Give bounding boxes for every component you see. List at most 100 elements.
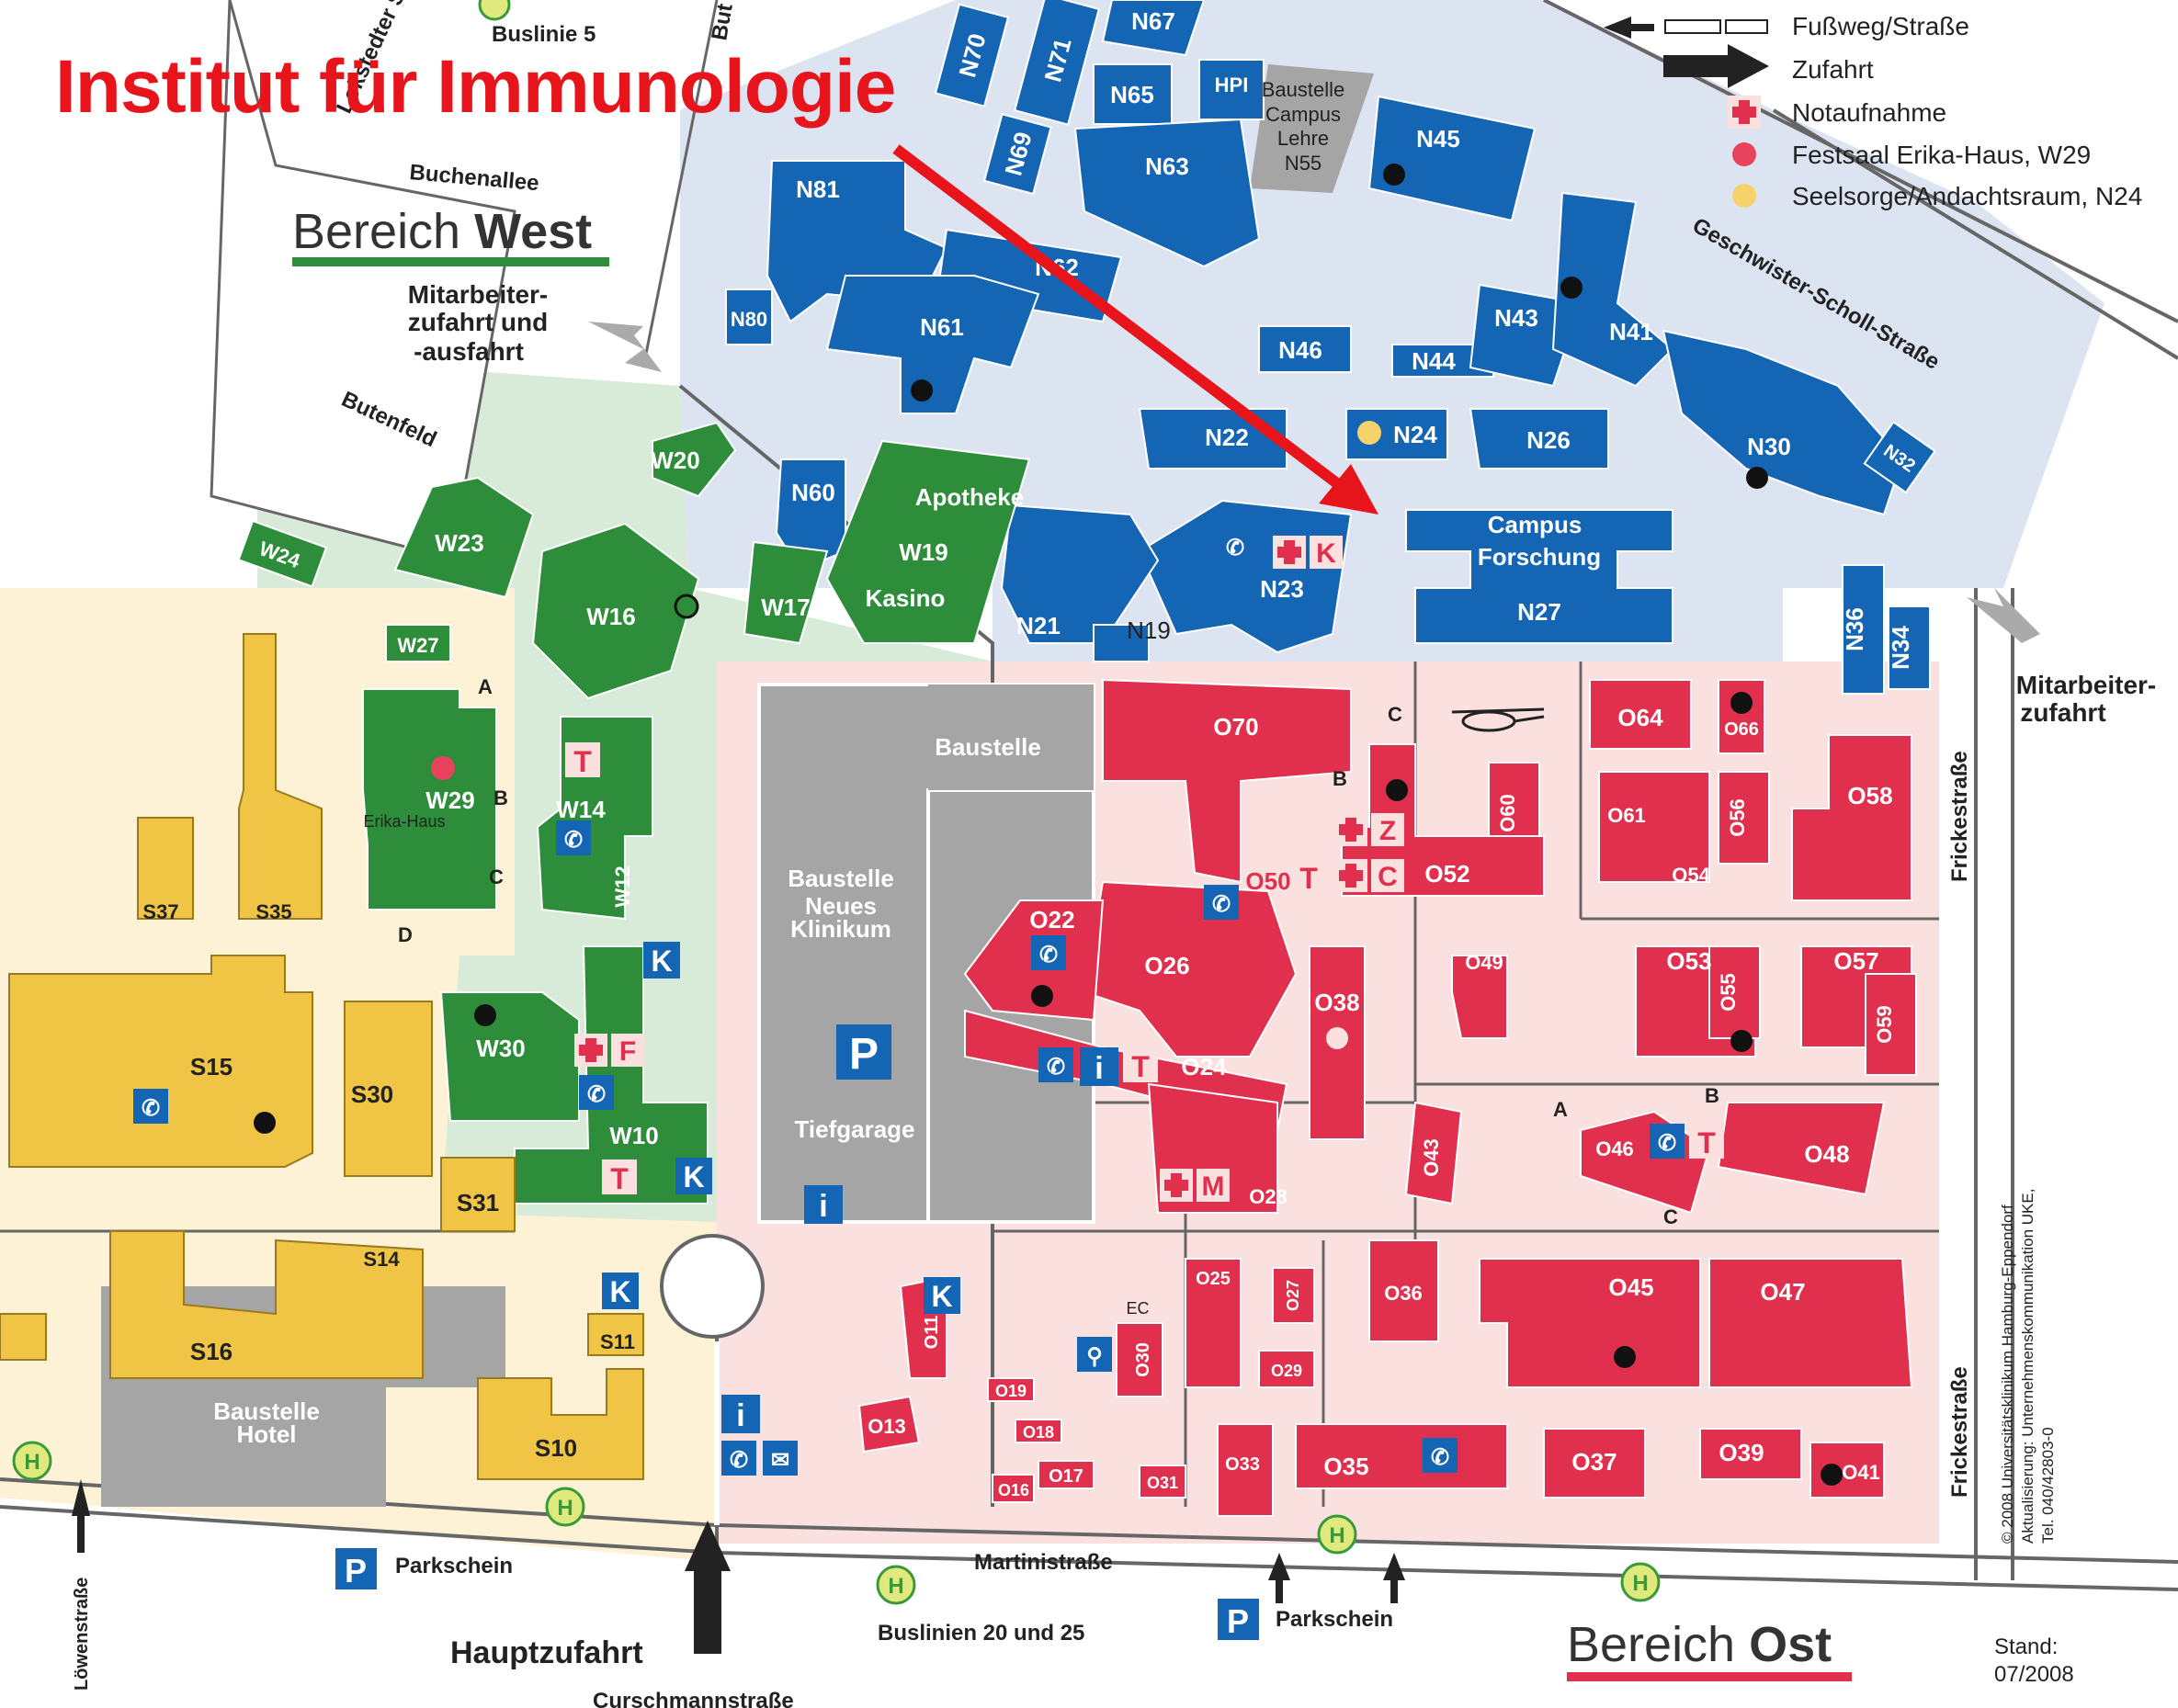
mitarbeiter-ost-line1: Mitarbeiter-	[2016, 671, 2156, 699]
phone-icon: ✆	[1218, 528, 1253, 563]
footer: © 2008 Universitätsklinikum Hamburg-Eppe…	[1994, 1189, 2074, 1687]
label-O45: O45	[1608, 1273, 1653, 1301]
label-O31: O31	[1147, 1474, 1178, 1492]
bereich-ost-underline	[1567, 1672, 1852, 1681]
apotheke-line2: W19	[899, 538, 947, 566]
svg-text:EC: EC	[1126, 1299, 1149, 1318]
building-O30	[1116, 1322, 1163, 1397]
svg-text:T: T	[1131, 1050, 1150, 1083]
area-titles: Bereich West Bereich Ost	[292, 204, 1852, 1681]
label-O22: O22	[1029, 906, 1074, 933]
label-O17: O17	[1049, 1466, 1083, 1487]
emergency-cross-icon	[1728, 96, 1761, 129]
label-O49: O49	[1465, 951, 1503, 974]
info-icon: i	[1080, 1047, 1118, 1086]
svg-text:✆: ✆	[1212, 892, 1231, 917]
label-S14: S14	[363, 1248, 400, 1271]
label-N43: N43	[1494, 304, 1538, 332]
kiosk-icon: K	[675, 1158, 712, 1194]
building-O64	[1589, 679, 1692, 750]
parking-icon: P	[1218, 1599, 1259, 1640]
copyright-line1: © 2008 Universitätsklinikum Hamburg-Eppe…	[1999, 1205, 2016, 1544]
building-N36	[1842, 564, 1885, 695]
svg-text:✆: ✆	[1047, 1055, 1065, 1080]
svg-text:i: i	[819, 1189, 827, 1224]
emergency-cross-icon	[1160, 1169, 1193, 1202]
label-N23: N23	[1260, 575, 1304, 603]
building-N70	[934, 3, 1010, 107]
label-W30: W30	[476, 1035, 525, 1062]
ec-atm-icon: EC	[1126, 1299, 1149, 1318]
building-S11	[587, 1313, 644, 1356]
building-N34	[1888, 605, 1931, 690]
street-buslinien: Buslinien 20 und 25	[878, 1621, 1084, 1646]
building-O58	[1791, 734, 1912, 901]
bereich-west-title: Bereich West	[292, 204, 592, 259]
building-O61	[1598, 771, 1710, 883]
highlight-arrow	[892, 144, 1378, 515]
baustelle-lehre-line2: Campus	[1265, 103, 1341, 126]
baustelle-lehre-line1: Baustelle	[1262, 78, 1345, 101]
label-O28: O28	[1249, 1185, 1288, 1208]
svg-text:T: T	[573, 745, 592, 778]
building-O43	[1404, 1101, 1463, 1205]
label-S10: S10	[535, 1434, 577, 1462]
entrance-A: A	[478, 675, 493, 698]
svg-text:✆: ✆	[1658, 1131, 1676, 1156]
building-S15	[8, 955, 313, 1168]
stand-label: Stand:	[1994, 1634, 2058, 1659]
building-W16	[531, 522, 700, 700]
bus-stop-icon: H	[12, 1441, 52, 1481]
label-O33: O33	[1225, 1454, 1260, 1475]
erika-haus-label: Erika-Haus	[363, 812, 445, 831]
building-S30	[344, 1001, 433, 1177]
campus-forschung-line2: Forschung	[1478, 543, 1601, 571]
building-W30	[439, 991, 580, 1122]
building-N61	[825, 275, 1040, 414]
label-O47: O47	[1760, 1278, 1805, 1306]
north-buildings	[725, 0, 1936, 695]
copyright-line2: Aktualisierung: Unternehmenskommunikatio…	[2019, 1189, 2036, 1544]
baustelle-campus-lehre	[1250, 64, 1374, 193]
tiefgarage-label: Tiefgarage	[794, 1115, 914, 1143]
building-N32	[1863, 421, 1936, 494]
svg-text:P: P	[345, 1552, 367, 1589]
building-O27	[1272, 1267, 1315, 1324]
label-N80: N80	[731, 308, 767, 331]
label-W20: W20	[651, 447, 699, 474]
building-N30	[1662, 329, 1904, 516]
label-W23: W23	[435, 529, 483, 557]
entrance-B-o52: B	[1333, 767, 1347, 790]
svg-text:H: H	[557, 1496, 573, 1521]
restaurant-icon: ⚲	[1077, 1337, 1112, 1372]
building-N69	[982, 113, 1052, 196]
red-dot-icon	[1732, 142, 1756, 166]
emergency-cross-icon	[1334, 859, 1367, 892]
label-O58: O58	[1847, 782, 1892, 809]
stand-date: 07/2008	[1994, 1662, 2074, 1687]
campus-forschung-line1: Campus	[1488, 511, 1582, 538]
building-O13	[857, 1395, 921, 1453]
neues-klinikum-line3: Klinikum	[790, 915, 891, 943]
entrance-B-o46: B	[1705, 1084, 1719, 1107]
legend-label-festsaal: Festsaal Erika-Haus, W29	[1792, 141, 2091, 169]
label-O19: O19	[995, 1382, 1027, 1400]
label-S15: S15	[190, 1053, 233, 1080]
svg-text:H: H	[1632, 1571, 1648, 1596]
baustelle-top-block	[928, 684, 1094, 790]
building-O49	[1451, 955, 1508, 1039]
label-O46: O46	[1595, 1137, 1634, 1160]
emergency-cross-icon	[1273, 536, 1306, 569]
festsaal-dot	[431, 756, 455, 780]
parkschein-east-arrow	[1268, 1553, 1290, 1603]
phone-icon: ✆	[1423, 1438, 1458, 1473]
markers: P P P i i i K K K K T T T T T K Z C F M …	[12, 0, 1843, 1640]
building-O56	[1718, 771, 1770, 865]
label-N45: N45	[1416, 125, 1460, 153]
kiosk-icon: K	[643, 942, 680, 978]
svg-text:K: K	[1316, 538, 1336, 569]
building-edge-stub	[0, 1313, 47, 1361]
loewenstrasse-arrow	[72, 1479, 90, 1553]
svg-text:✆: ✆	[564, 828, 583, 853]
footpath-road-icon	[1604, 17, 1654, 39]
